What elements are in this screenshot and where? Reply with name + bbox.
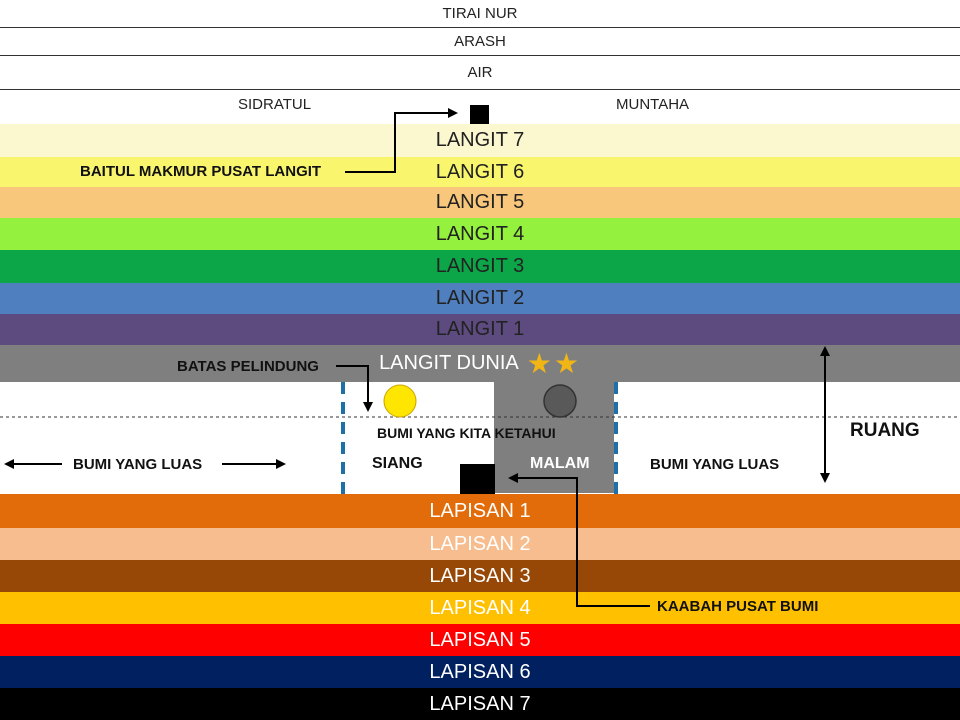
band-langit-dunia: LANGIT DUNIA ★★: [0, 345, 960, 382]
baitul-makmur-label: BAITUL MAKMUR PUSAT LANGIT: [80, 163, 322, 180]
batas-pelindung-arrow: [336, 365, 373, 412]
kaabah-marker-icon: [460, 464, 495, 494]
langit-label: LANGIT 2: [435, 287, 525, 309]
baitul-makmur-arrow: [345, 108, 458, 173]
langit-label: LANGIT 7: [435, 129, 525, 151]
lapisan-label: LAPISAN 7: [429, 692, 531, 715]
top-band-1: TIRAI NUR: [0, 0, 960, 28]
langit-dunia-label: LANGIT DUNIA: [379, 352, 519, 374]
band-lapisan-5: LAPISAN 5: [0, 624, 960, 656]
bumi-luas-right-label: BUMI YANG LUAS: [650, 456, 780, 473]
muntaha-label: MUNTAHA: [616, 96, 690, 113]
langit-label: LANGIT 5: [435, 191, 525, 213]
band-lapisan-1: LAPISAN 1: [0, 494, 960, 528]
top-band-label: TIRAI NUR: [442, 5, 518, 22]
lapisan-label: LAPISAN 5: [429, 628, 531, 651]
top-band-2: ARASH: [0, 28, 960, 56]
sidratul-label: SIDRATUL: [238, 96, 312, 113]
langit-label: LANGIT 3: [435, 255, 525, 277]
band-langit-2: LANGIT 2: [0, 283, 960, 314]
band-lapisan-4: LAPISAN 4: [0, 592, 960, 624]
langit-label: LANGIT 6: [435, 160, 525, 183]
lapisan-label: LAPISAN 2: [429, 532, 531, 555]
band-lapisan-3: LAPISAN 3: [0, 560, 960, 592]
sun-icon: [383, 384, 417, 418]
lapisan-label: LAPISAN 3: [429, 564, 531, 587]
lapisan-label: LAPISAN 6: [429, 660, 531, 683]
band-langit-1: LANGIT 1: [0, 314, 960, 345]
baitul-makmur-marker-icon: [470, 105, 489, 124]
top-band-3: AIR: [0, 56, 960, 90]
malam-label: MALAM: [530, 455, 590, 472]
lapisan-label: LAPISAN 4: [429, 596, 531, 619]
band-lapisan-7: LAPISAN 7: [0, 688, 960, 720]
bumi-luas-left-label: BUMI YANG LUAS: [73, 456, 203, 473]
top-band-label: ARASH: [454, 33, 506, 50]
kaabah-arrow: [508, 473, 650, 607]
ruang-label: RUANG: [850, 420, 920, 441]
stars-icon: ★★: [526, 347, 581, 379]
kaabah-label: KAABAH PUSAT BUMI: [657, 598, 819, 615]
band-lapisan-6: LAPISAN 6: [0, 656, 960, 688]
top-band-label: AIR: [467, 64, 493, 81]
band-langit-4: LANGIT 4: [0, 218, 960, 250]
band-langit-3: LANGIT 3: [0, 250, 960, 283]
band-langit-6: LANGIT 6: [0, 157, 960, 187]
langit-label: LANGIT 4: [435, 222, 525, 245]
band-langit-7: LANGIT 7: [0, 124, 960, 157]
band-lapisan-2: LAPISAN 2: [0, 528, 960, 560]
bumi-known-label: BUMI YANG KITA KETAHUI: [377, 425, 556, 441]
langit-label: LANGIT 1: [435, 318, 525, 340]
siang-label: SIANG: [372, 455, 423, 472]
batas-pelindung-label: BATAS PELINDUNG: [177, 358, 319, 375]
moon-icon: [543, 384, 577, 418]
lapisan-label: LAPISAN 1: [429, 499, 531, 522]
band-langit-5: LANGIT 5: [0, 187, 960, 218]
